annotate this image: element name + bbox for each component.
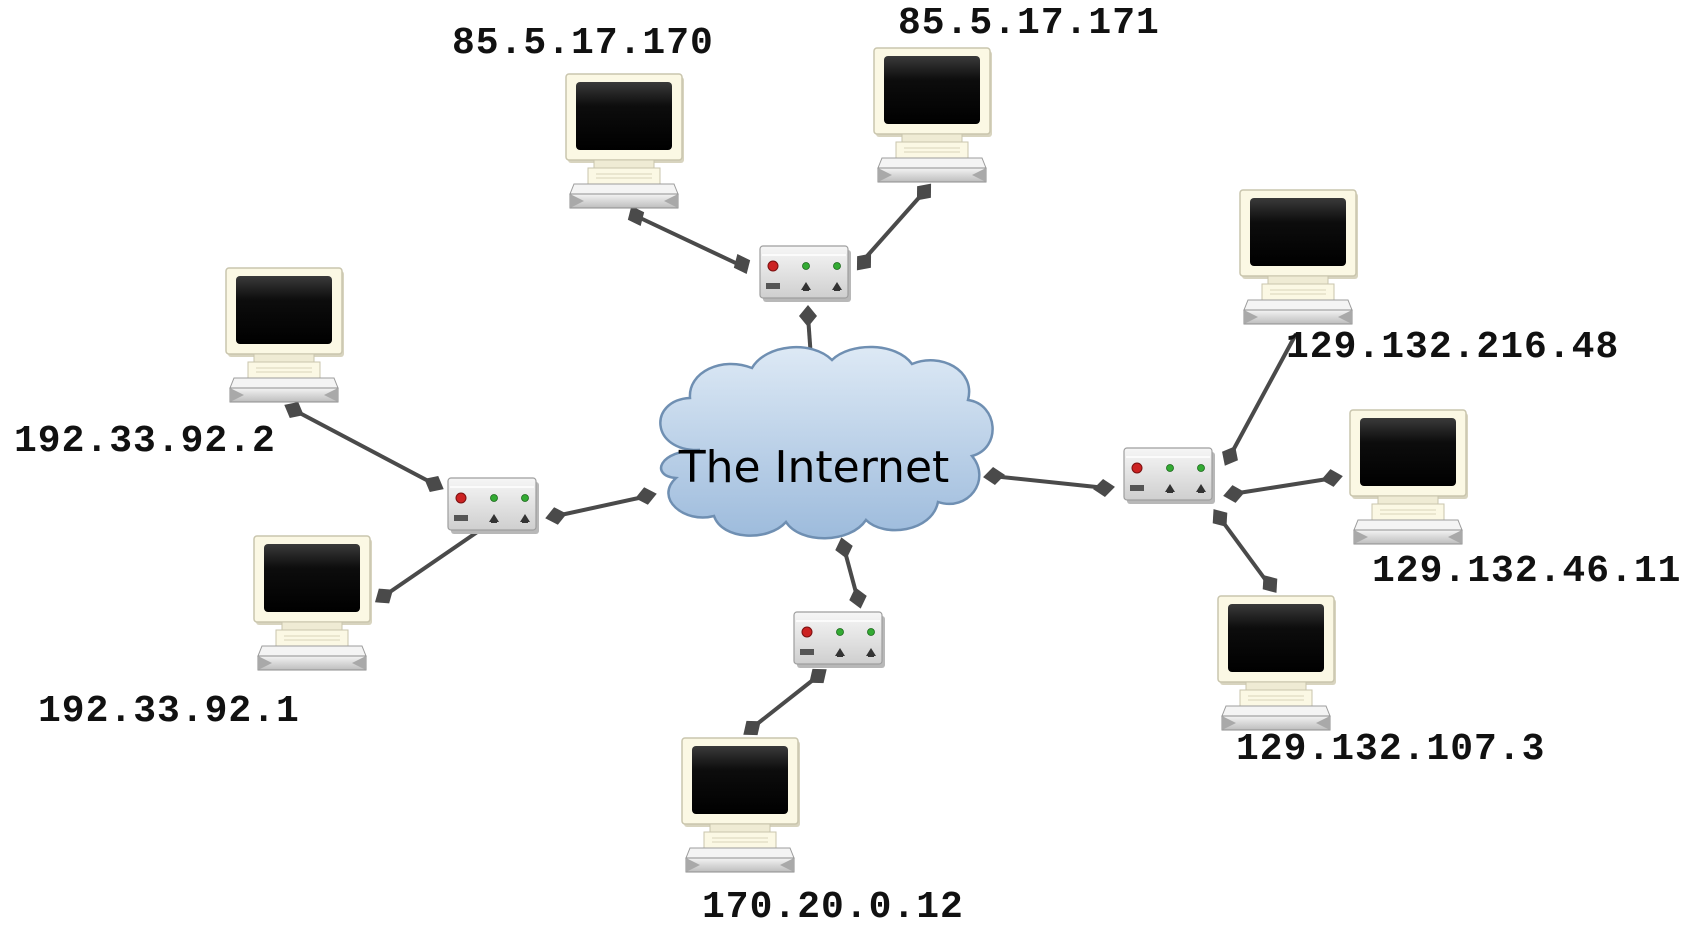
cable-router-left-pc-192-2 (293, 408, 435, 486)
connector (982, 465, 1006, 487)
ip-label: 85.5.17.170 (452, 22, 714, 65)
computer-170-20-0-12 (681, 737, 801, 873)
connector (799, 305, 817, 327)
computer-85-5-17-171 (873, 47, 993, 183)
ip-label: 170.20.0.12 (702, 886, 964, 929)
router-right (1123, 447, 1216, 505)
computer-192-33-92-1 (253, 535, 373, 671)
connector (420, 470, 448, 498)
router-bottom (793, 611, 886, 669)
ip-label: 129.132.216.48 (1286, 326, 1620, 369)
cable-router-top-pc-170 (635, 214, 743, 268)
connector (369, 582, 399, 610)
cable-router-bottom-pc-170-20 (750, 674, 820, 730)
internet-label: The Internet (678, 442, 950, 493)
computer-129-132-216-48 (1239, 189, 1359, 325)
connector (850, 247, 878, 277)
connector (832, 535, 856, 561)
connector (1092, 477, 1116, 499)
cable-router-right-pc-107 (1218, 516, 1272, 588)
ip-label: 192.33.92.1 (38, 690, 300, 733)
connector (543, 504, 569, 528)
computer-85-5-17-170 (565, 73, 685, 209)
cable-router-right-pc-216 (1228, 333, 1298, 457)
ip-label: 129.132.107.3 (1236, 728, 1546, 771)
cable-router-left-pc-192-1 (382, 524, 488, 598)
connector (1216, 442, 1244, 470)
connector (846, 585, 870, 611)
connector (633, 484, 659, 508)
cable-router-left-internet (555, 494, 649, 518)
computer-192-33-92-2 (225, 267, 345, 403)
ip-label: 129.132.46.11 (1372, 550, 1682, 593)
cable-router-right-internet (991, 474, 1107, 490)
connector (729, 250, 755, 278)
computer-129-132-107-3 (1217, 595, 1337, 731)
router-left (447, 477, 540, 535)
router-top (759, 245, 852, 303)
connector (1221, 483, 1247, 505)
ip-label: 192.33.92.2 (14, 420, 276, 463)
cable-router-right-pc-46 (1231, 476, 1335, 496)
ip-label: 85.5.17.171 (898, 2, 1160, 45)
connector (1319, 467, 1345, 489)
internet-cloud: The Internet (659, 345, 994, 540)
cable-router-top-pc-171 (858, 190, 926, 266)
computer-129-132-46-11 (1349, 409, 1469, 545)
